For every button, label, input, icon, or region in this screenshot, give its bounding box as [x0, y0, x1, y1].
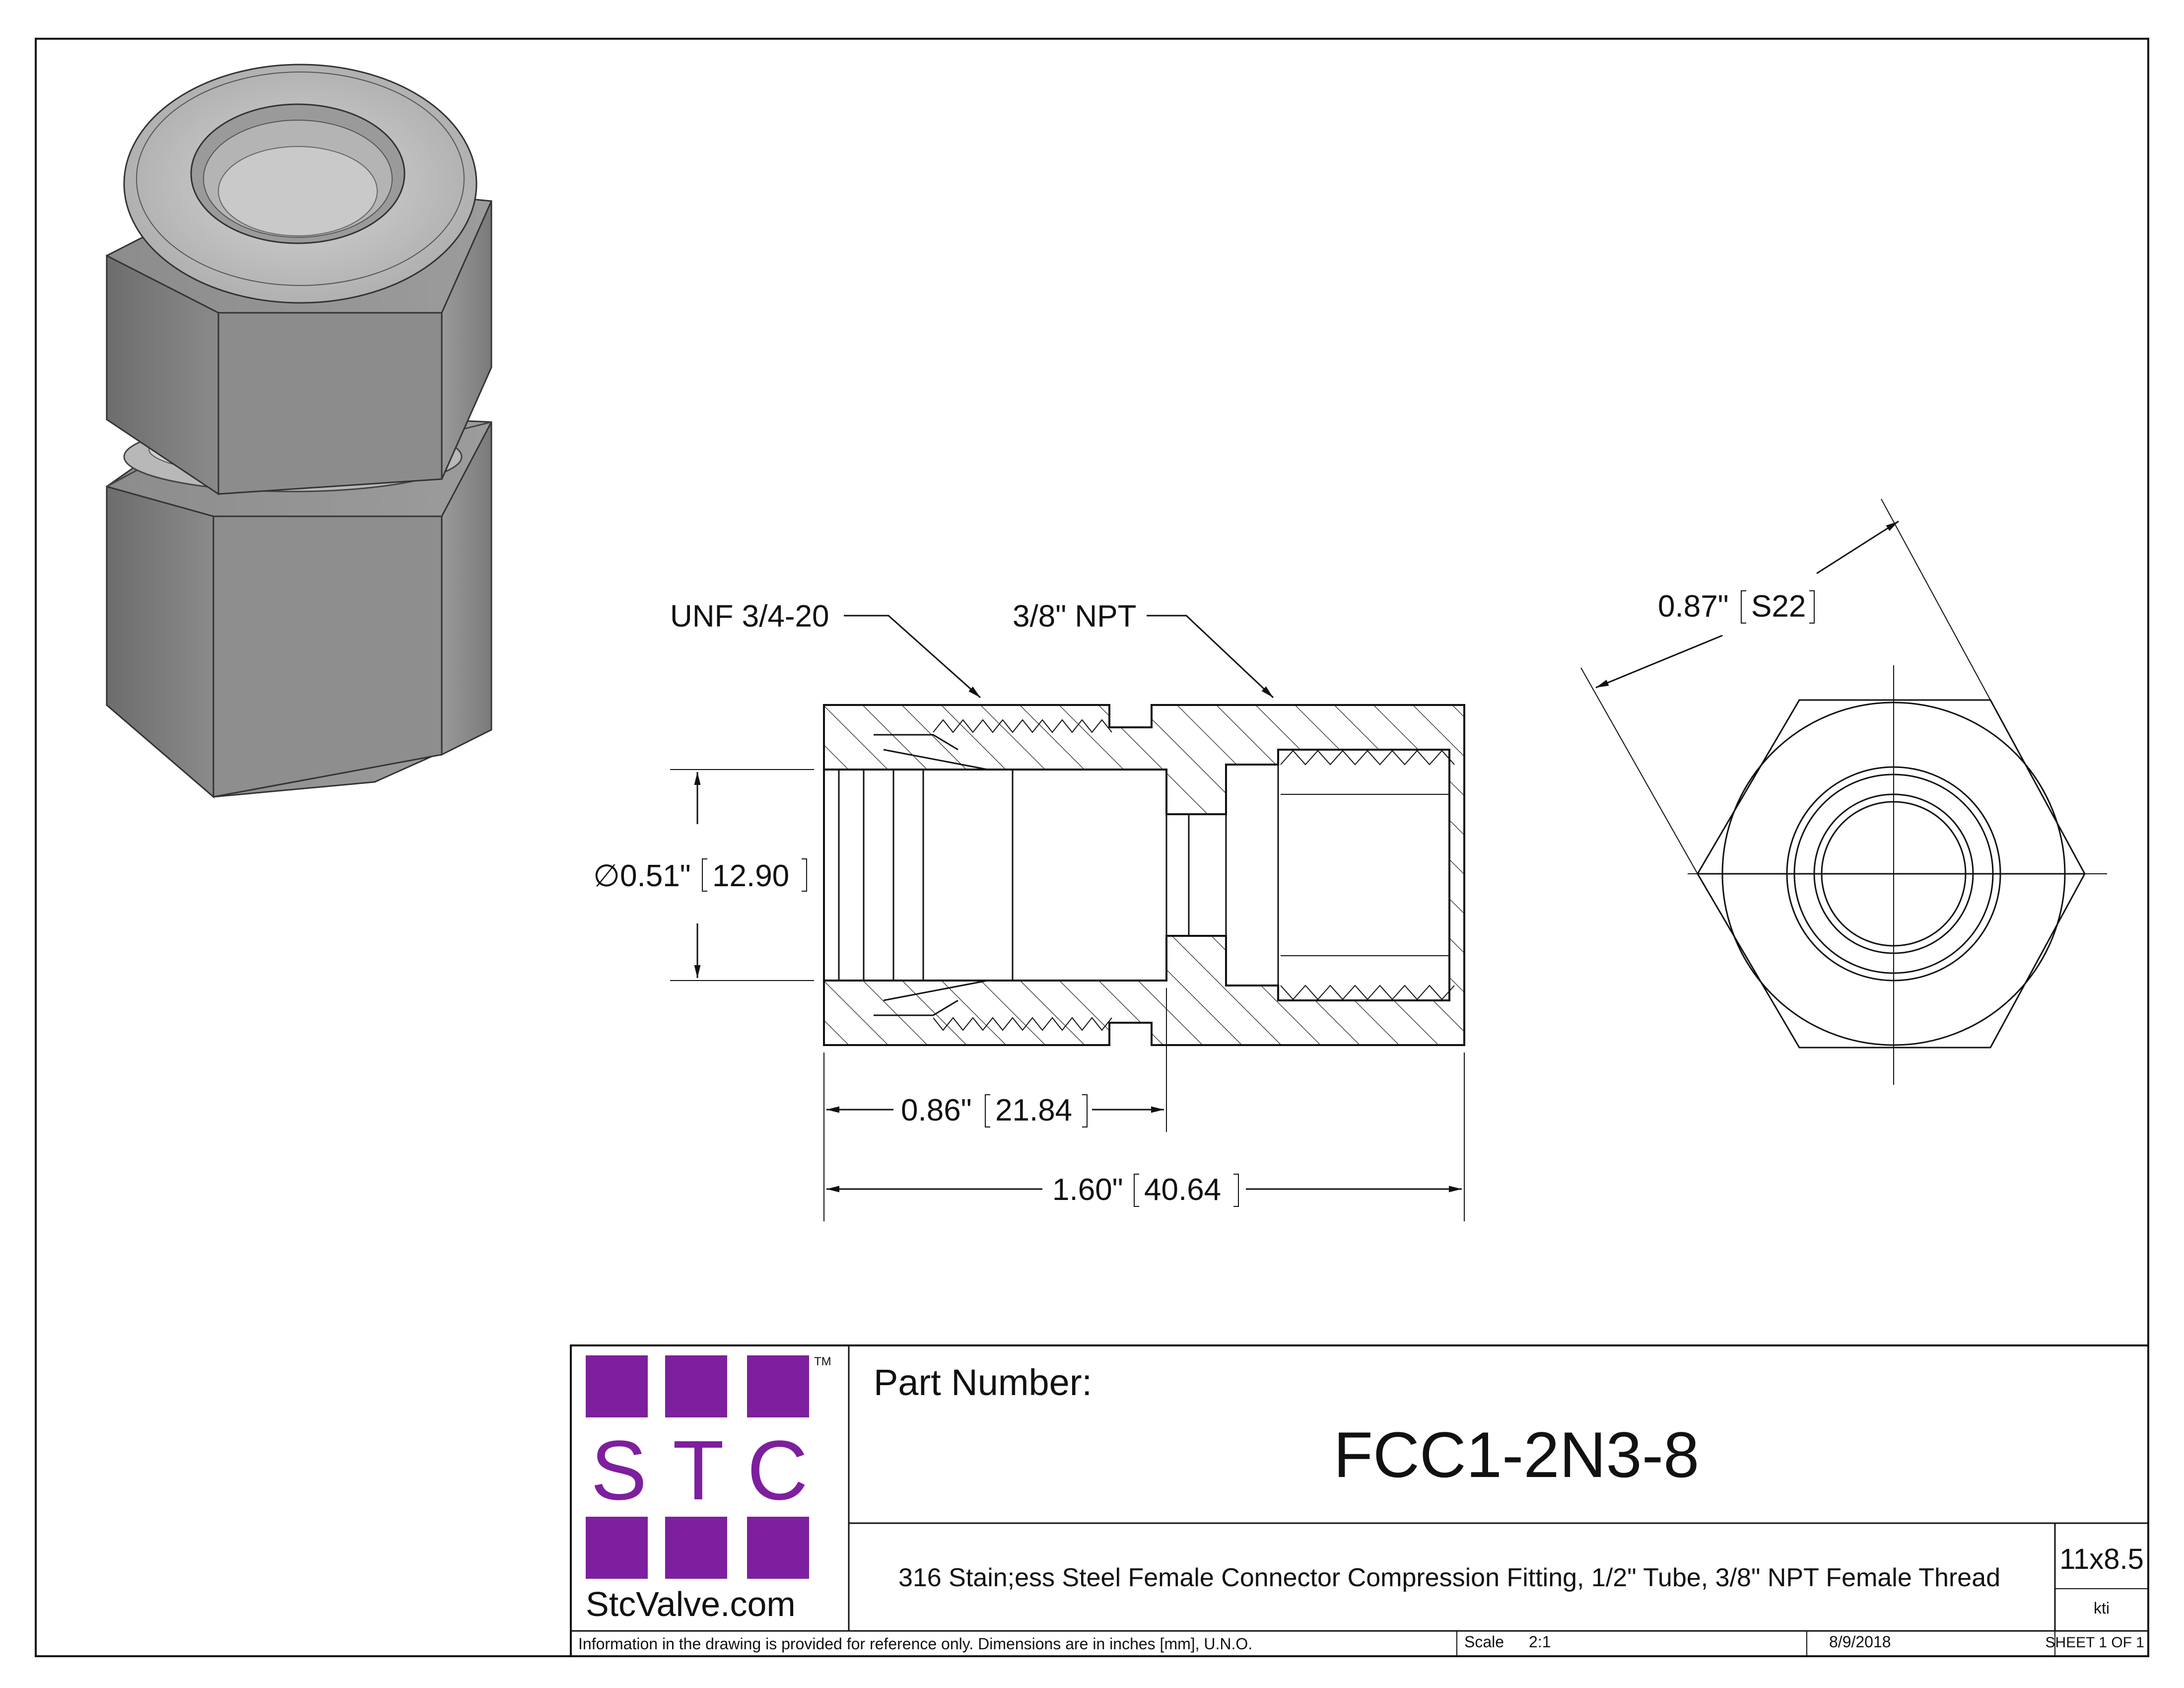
drawing-date: 8/9/2018 [1829, 1633, 1891, 1651]
dim-bore-diameter-text: ∅0.51" [593, 859, 691, 893]
callout-unf-thread: UNF 3/4-20 [670, 599, 829, 633]
scale-value: 2:1 [1529, 1633, 1551, 1651]
scale-label: Scale [1464, 1633, 1504, 1651]
dim-bore-diameter [670, 769, 814, 981]
dim-partial-length-mm: 21.84 [995, 1093, 1072, 1127]
sheet-size: 11x8.5 [2059, 1543, 2144, 1575]
part-description: 316 Stain;ess Steel Female Connector Com… [898, 1563, 2000, 1592]
dim-overall-length-text: 1.60" [1052, 1173, 1123, 1207]
dim-overall-length [826, 1053, 1465, 1221]
part-number-label: Part Number: [874, 1362, 1092, 1403]
stc-logo [586, 1355, 809, 1579]
drawn-by: kti [2094, 1599, 2110, 1617]
logo-url: StcValve.com [586, 1585, 796, 1623]
isometric-view [106, 64, 492, 799]
title-block [570, 1344, 2149, 1657]
dim-hex-flats-text: 0.87" [1658, 589, 1729, 624]
disclaimer: Information in the drawing is provided f… [578, 1635, 1252, 1653]
dim-overall-length-mm: 40.64 [1144, 1173, 1221, 1207]
logo-letter-s: S [591, 1423, 647, 1518]
dim-bore-diameter-mm: 12.90 [712, 859, 789, 893]
logo-letter-c: C [747, 1423, 808, 1518]
callout-npt-thread: 3/8" NPT [1013, 599, 1136, 633]
part-number: FCC1-2N3-8 [1334, 1418, 1700, 1491]
logo-letter-t: T [673, 1423, 724, 1518]
dim-partial-length-text: 0.86" [901, 1093, 972, 1127]
dim-partial-length [823, 988, 1167, 1221]
callout-leaders [844, 615, 1274, 699]
logo-trademark: TM [814, 1355, 831, 1368]
dim-hex-flats-mm: S22 [1751, 589, 1806, 624]
section-view [823, 704, 1465, 1046]
sheet-number: SHEET 1 OF 1 [2045, 1634, 2144, 1651]
end-view-hex [1580, 498, 2107, 1085]
